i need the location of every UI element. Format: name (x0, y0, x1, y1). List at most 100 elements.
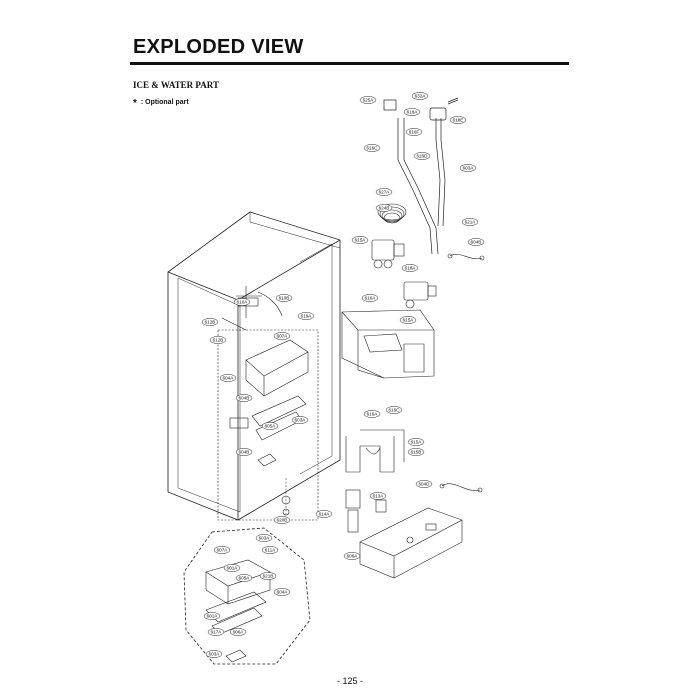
optional-note-text: : Optional part (140, 99, 189, 106)
callout-label: 615A (355, 238, 367, 243)
callout-label: 606A (233, 630, 245, 635)
callout-bubble (467, 238, 485, 246)
optional-part-note: * : Optional part (133, 98, 189, 109)
part-callout: 615A (407, 438, 425, 446)
callout-label: 624B (379, 206, 390, 211)
callout-label: 620B (277, 518, 288, 523)
callout-bubble (291, 416, 309, 424)
part-callout: 604A (273, 588, 291, 596)
callout-label: 615A (411, 440, 423, 445)
callout-bubble (459, 164, 477, 172)
callout-bubble (375, 188, 393, 196)
part-callout: 621B (259, 572, 277, 580)
optional-icemaker-group (183, 527, 311, 665)
optional-marker: * (133, 98, 137, 109)
callout-label: 621A (465, 220, 477, 225)
callout-bubble (363, 144, 381, 152)
callout-bubble (375, 204, 393, 212)
icemaker-assembly (221, 286, 309, 467)
callout-label: 611A (265, 548, 276, 553)
callout-label: 605A (239, 576, 251, 581)
callout-bubble (399, 316, 417, 324)
callout-bubble (363, 410, 381, 418)
part-callout: 618E (449, 116, 467, 124)
callout-bubble (259, 572, 277, 580)
callout-label: 603A (259, 536, 271, 541)
callout-bubble (415, 480, 433, 488)
callout-bubble (223, 564, 241, 572)
callout-bubble (361, 294, 379, 302)
callout-label: 616D (417, 154, 429, 159)
part-callout: 616D (413, 152, 431, 160)
part-callout: 612B (209, 336, 227, 344)
part-callout: 618A (403, 108, 421, 116)
page-title: EXPLODED VIEW (133, 36, 304, 58)
callout-label: 619A (301, 314, 313, 319)
part-callout: 603A (291, 416, 309, 424)
heater-duct (345, 429, 405, 473)
callout-label: 627A (379, 190, 391, 195)
part-callout: 613A (369, 492, 387, 500)
callout-bubble (255, 534, 273, 542)
callout-bubble (207, 628, 225, 636)
callout-bubble (407, 438, 425, 446)
part-callout: 621A (461, 218, 479, 226)
part-callout: 615B (407, 448, 425, 456)
part-callout: 604A (219, 374, 237, 382)
part-callout: 607A (273, 332, 291, 340)
callout-label: 614A (319, 512, 331, 517)
part-labels: 625A632A618A618E616F616C616D603A627A624B… (201, 92, 485, 658)
callout-bubble (261, 422, 279, 430)
callout-bubble (273, 332, 291, 340)
callout-bubble (203, 612, 221, 620)
callout-bubble (273, 516, 291, 524)
callout-bubble (273, 588, 291, 596)
part-callout: 620B (273, 516, 291, 524)
callout-label: 604B (239, 450, 250, 455)
part-callout: 615A (399, 316, 417, 324)
callout-bubble (413, 152, 431, 160)
callout-label: 617A (211, 630, 223, 635)
callout-label: 616A (367, 412, 379, 417)
part-callout: 617A (207, 628, 225, 636)
callout-bubble (205, 650, 223, 658)
callout-label: 604A (223, 376, 235, 381)
part-callout: 612B (201, 318, 219, 326)
part-callout: 611A (261, 546, 279, 554)
callout-bubble (235, 394, 253, 402)
callout-label: 615A (403, 318, 415, 323)
callout-bubble (233, 298, 251, 306)
part-callout: 606A (343, 552, 361, 560)
callout-bubble (297, 312, 315, 320)
callout-label: 604B (239, 396, 250, 401)
part-callout: 603A (255, 534, 273, 542)
water-tubing (383, 97, 459, 255)
control-box (359, 507, 463, 579)
callout-label: 616A (365, 296, 377, 301)
part-callout: 606A (229, 628, 247, 636)
part-callout: 616A (363, 410, 381, 418)
callout-label: 601A (227, 566, 239, 571)
part-callout: 605A (235, 574, 253, 582)
part-callout: 601A (203, 612, 221, 620)
part-callout: 619A (297, 312, 315, 320)
callout-label: 603A (463, 166, 475, 171)
callout-label: 618E (453, 118, 464, 123)
callout-bubble (261, 546, 279, 554)
callout-bubble (213, 546, 231, 554)
callout-bubble (275, 294, 293, 302)
callout-bubble (369, 492, 387, 500)
callout-bubble (201, 318, 219, 326)
callout-label: 605A (265, 424, 277, 429)
callout-label: 616F (409, 130, 420, 135)
callout-bubble (219, 374, 237, 382)
part-callout: 604B (235, 394, 253, 402)
callout-label: 612B (213, 338, 224, 343)
refrigerator-cabinet (167, 211, 341, 521)
part-callout: 615A (351, 236, 369, 244)
callout-label: 632A (415, 94, 427, 99)
callout-label: 604D (419, 482, 431, 487)
callout-label: 616C (389, 408, 401, 413)
callout-bubble (351, 236, 369, 244)
